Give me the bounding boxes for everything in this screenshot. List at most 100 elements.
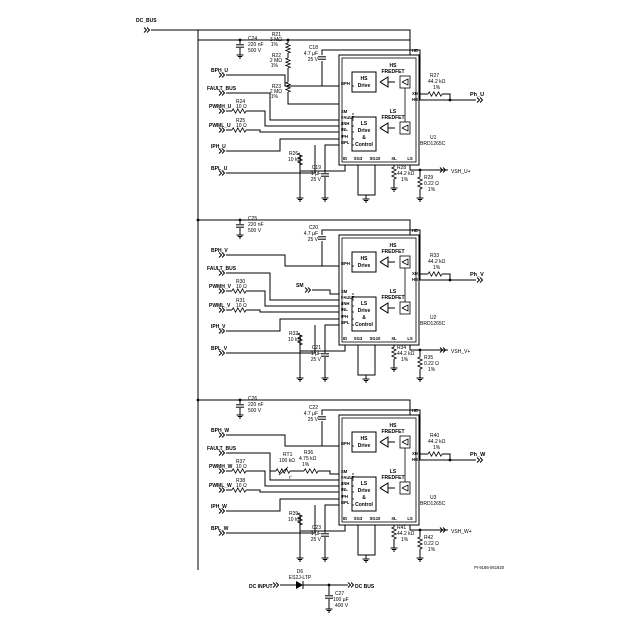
- pin-id: ID: [343, 336, 347, 341]
- input-fault-label: FAULT_BUS: [207, 446, 237, 452]
- input-fault-arrow: [218, 450, 226, 456]
- r-pwml-ref: R38: [236, 478, 245, 484]
- input-pwmh-label: PWMH_W: [209, 464, 233, 470]
- ground-icon: [390, 365, 398, 372]
- ls-drive-text: LS: [361, 121, 368, 127]
- r-xl-ref: R34: [397, 345, 406, 351]
- ls-drive-text: &: [362, 135, 366, 141]
- vsh-label: VSH_W+: [451, 529, 472, 535]
- c-bus-value: 220 nF: [248, 42, 264, 48]
- ls-fredfet-text: LS: [390, 469, 397, 475]
- resistor: [296, 512, 304, 526]
- ground-icon: [390, 545, 398, 552]
- r-pwml-value: 10 Ω: [236, 483, 247, 489]
- pin-xl: XL: [391, 336, 397, 341]
- r-id-ref: R32: [289, 331, 298, 337]
- r-pwmh-value: 10 Ω: [236, 104, 247, 110]
- pin-sg3: SG3: [354, 516, 363, 521]
- hs-fet-icon: [399, 255, 411, 269]
- phase-out-label: Ph_W: [470, 452, 486, 458]
- input-pwml-label: PWML_W: [209, 483, 232, 489]
- r-sh-tol: 1%: [428, 547, 436, 553]
- ic-part: BRD1265C: [420, 141, 446, 147]
- ground-icon: [325, 606, 333, 613]
- resistor: [390, 526, 398, 540]
- junction-dot: [196, 398, 200, 402]
- ground-icon: [416, 195, 424, 202]
- capacitor: [321, 353, 329, 357]
- r-divider-value: 3 MΩ: [270, 37, 282, 43]
- c-hs-value: 4.7 µF: [304, 51, 318, 57]
- r-divider-ref: R22: [272, 53, 281, 59]
- c-bus-value: 220 nF: [248, 402, 264, 408]
- pin-hb: HB: [412, 277, 418, 282]
- r-sh-tol: 1%: [428, 187, 436, 193]
- resistor: [427, 90, 443, 98]
- junction-dot: [286, 38, 290, 42]
- r-sh-ref: R29: [424, 175, 433, 181]
- c-ls-voltage: 25 V: [311, 357, 322, 363]
- pin-iph: IPH: [341, 134, 348, 139]
- r-id-value: 10 kΩ: [288, 157, 301, 163]
- pin-xl: XL: [391, 156, 397, 161]
- hs-drive-block: [351, 431, 377, 453]
- ic-box: [338, 234, 420, 346]
- r-pwmh-ref: R24: [236, 99, 245, 105]
- resistor: [231, 107, 247, 115]
- input-bpl-arrow: [218, 350, 226, 356]
- ic-inner: [341, 417, 417, 523]
- ls-drive-text: Drive: [358, 128, 371, 134]
- r-pwmh-ref: R37: [236, 459, 245, 465]
- input-bpl-arrow: [218, 530, 226, 536]
- hs-fredfet-text: FREDFET: [381, 69, 404, 75]
- input-bpl-label: BPL_U: [211, 166, 228, 172]
- resistor: [231, 306, 247, 314]
- resistor: [231, 287, 247, 295]
- resistor: [390, 166, 398, 180]
- r-xh-ref: R40: [430, 433, 439, 439]
- ls-fet-icon: [399, 481, 411, 495]
- input-fault-arrow: [218, 270, 226, 276]
- ground-icon: [321, 555, 329, 562]
- pin-inl: INL: [341, 487, 348, 492]
- c-ls-ref: C23: [312, 525, 321, 531]
- pin-sm: SM: [341, 109, 348, 114]
- resistor: [303, 467, 319, 475]
- input-fault-arrow: [218, 90, 226, 96]
- r-xh-value: 44.2 kΩ: [428, 79, 446, 85]
- rt-ref: RT1: [283, 452, 293, 458]
- resistor: [296, 152, 304, 166]
- capacitor: [321, 533, 329, 537]
- resistor: [284, 81, 292, 93]
- pin-id: ID: [343, 516, 347, 521]
- hs-drive-block: [351, 251, 377, 273]
- capacitor: [325, 595, 333, 599]
- input-fault-label: FAULT_BUS: [207, 266, 237, 272]
- r-xl-tol: 1%: [401, 537, 409, 543]
- input-pwml-arrow: [218, 487, 226, 493]
- resistor: [390, 346, 398, 360]
- ground-icon: [390, 185, 398, 192]
- r-xl-value: 44.2 kΩ: [397, 171, 415, 177]
- r-sh-value: 0.22 Ω: [424, 181, 439, 187]
- phase-out-arrow: [476, 457, 484, 463]
- r-id-ref: R26: [289, 151, 298, 157]
- r-divider-value: 2 MΩ: [270, 58, 282, 64]
- hs-fet-icon: [399, 75, 411, 89]
- pin-inh: /INH: [341, 481, 349, 486]
- ic-ref: U3: [430, 495, 437, 501]
- phase-out-arrow: [476, 277, 484, 283]
- pin-iph: IPH: [341, 494, 348, 499]
- pin-sg10: SG10: [370, 516, 381, 521]
- capacitor: [318, 416, 326, 420]
- resistor: [416, 536, 424, 550]
- pin-sg10: SG10: [370, 336, 381, 341]
- c-hs-voltage: 25 V: [308, 237, 319, 243]
- c-ls-ref: C21: [312, 345, 321, 351]
- c-ls-value: 1 µF: [311, 531, 321, 537]
- input-bpl-arrow: [218, 170, 226, 176]
- r-sh-value: 0.22 Ω: [424, 361, 439, 367]
- dc-input-label: DC INPUT: [249, 584, 273, 590]
- r-xl-value: 44.2 kΩ: [397, 351, 415, 357]
- r-divider-tol: 1%: [271, 94, 279, 100]
